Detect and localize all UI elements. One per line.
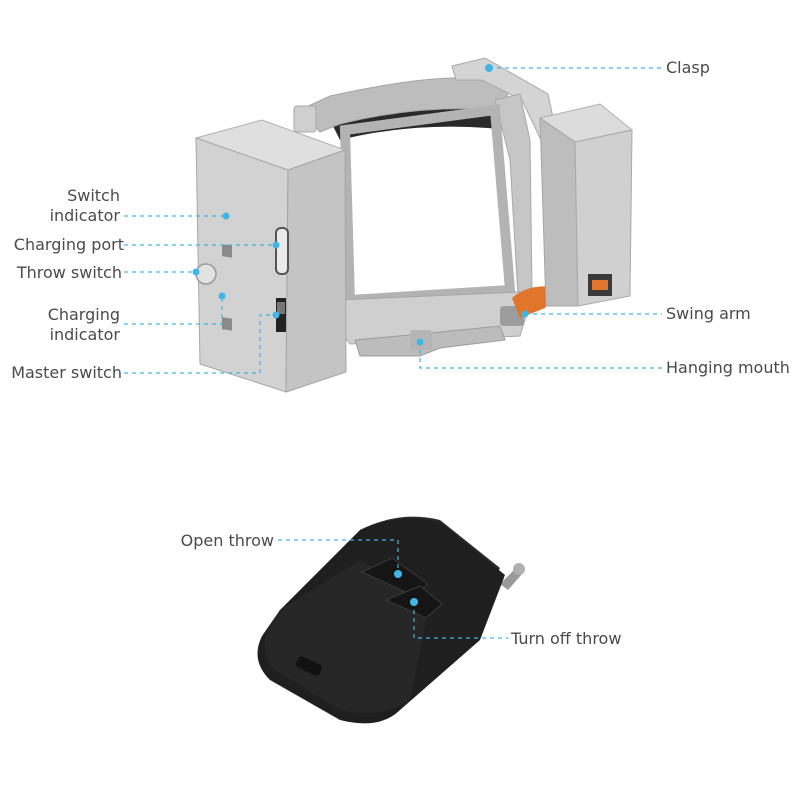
remote-lanyard-slot bbox=[295, 656, 323, 676]
remote-control bbox=[257, 516, 525, 724]
label-switch-indicator: Switch indicator bbox=[10, 186, 120, 226]
clasp-part bbox=[451, 57, 557, 139]
label-throw-switch: Throw switch bbox=[16, 263, 122, 282]
label-clasp: Clasp bbox=[666, 58, 710, 77]
label-switch-indicator-line2: indicator bbox=[49, 206, 120, 225]
right-box-front bbox=[574, 129, 633, 307]
label-switch-indicator-line1: Switch bbox=[67, 186, 120, 205]
label-master-switch: Master switch bbox=[11, 363, 122, 382]
label-turn-off-throw: Turn off throw bbox=[511, 629, 622, 648]
leader-open-throw bbox=[278, 539, 399, 574]
master-switch-slot bbox=[276, 298, 286, 332]
label-charging-indicator-line1: Charging bbox=[47, 305, 120, 324]
hinge-left bbox=[293, 105, 317, 133]
left-box-side bbox=[285, 149, 347, 393]
label-open-throw: Open throw bbox=[180, 531, 274, 550]
charging-port-slot bbox=[275, 227, 289, 275]
frame-inner bbox=[339, 104, 516, 306]
leader-charging-indicator bbox=[124, 296, 223, 325]
remote-face bbox=[264, 560, 430, 714]
remote-button-top bbox=[360, 557, 429, 597]
leader-dots bbox=[192, 64, 529, 606]
label-charging-port: Charging port bbox=[13, 235, 124, 254]
label-charging-indicator: Charging indicator bbox=[10, 305, 120, 345]
leader-master-switch bbox=[124, 314, 276, 374]
switch-indicator-led bbox=[222, 244, 232, 258]
leader-lines bbox=[124, 67, 662, 639]
leader-hanging-mouth bbox=[419, 342, 662, 369]
label-swing-arm: Swing arm bbox=[666, 304, 751, 323]
master-switch-knob bbox=[277, 302, 285, 314]
remote-antenna-tip bbox=[513, 563, 525, 575]
right-box-side bbox=[539, 117, 579, 307]
right-box-port-inner bbox=[592, 280, 608, 290]
drop-device bbox=[194, 57, 634, 393]
throw-switch-button bbox=[195, 263, 217, 285]
charging-indicator-led bbox=[222, 317, 232, 331]
label-hanging-mouth: Hanging mouth bbox=[666, 358, 790, 377]
leader-turn-off-throw bbox=[413, 602, 508, 639]
label-charging-indicator-line2: indicator bbox=[49, 325, 120, 344]
